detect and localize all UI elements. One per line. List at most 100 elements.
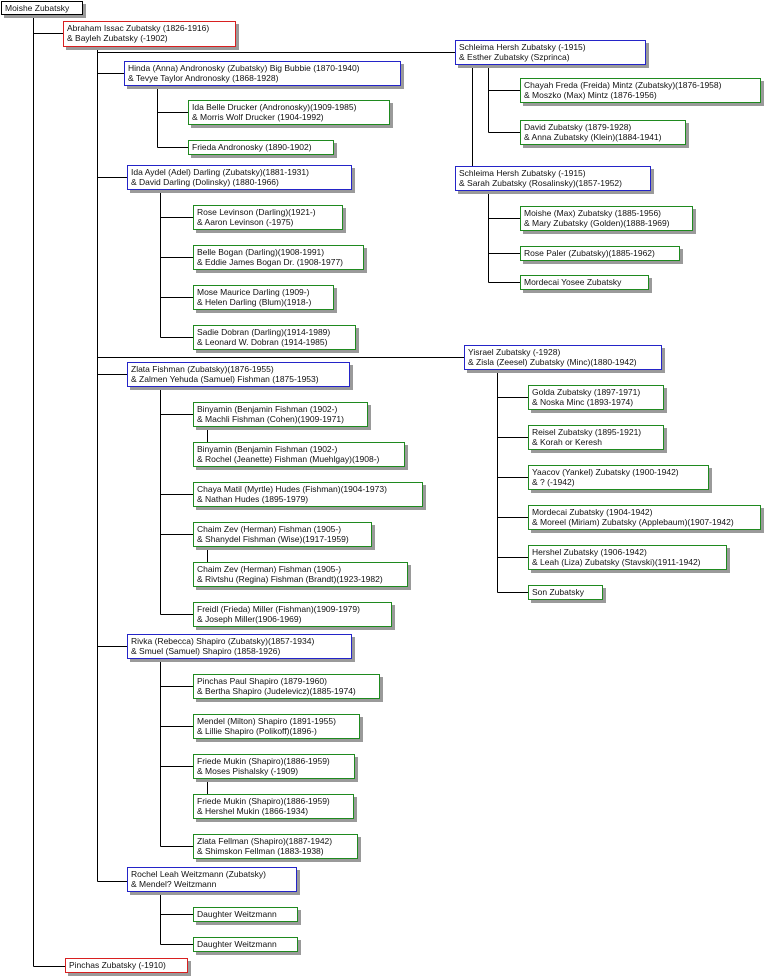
person-name-line-2: & Moszko (Max) Mintz (1876-1956) bbox=[524, 90, 657, 100]
person-box-freidl-miller[interactable]: Freidl (Frieda) Miller (Fishman)(1909-19… bbox=[193, 602, 392, 627]
person-name-line-1: Mordecai Zubatsky (1904-1942) bbox=[532, 507, 653, 517]
person-box-daughter1[interactable]: Daughter Weitzmann bbox=[193, 907, 298, 922]
person-name-line-1: Reisel Zubatsky (1895-1921) bbox=[532, 427, 642, 437]
person-name-line-2: & David Darling (Dolinsky) (1880-1966) bbox=[131, 177, 279, 187]
person-box-mose-darling[interactable]: Mose Maurice Darling (1909-)& Helen Darl… bbox=[193, 285, 334, 310]
person-name-line-1: Zlata Fellman (Shapiro)(1887-1942) bbox=[197, 836, 333, 846]
person-box-yisrael[interactable]: Yisrael Zubatsky (-1928)& Zisla (Zeesel)… bbox=[464, 345, 662, 370]
person-name-line-1: Moishe Zubatsky bbox=[5, 3, 70, 13]
person-name-line-1: Binyamin (Benjamin Fishman (1902-) bbox=[197, 444, 338, 454]
person-name-line-2: & Zalmen Yehuda (Samuel) Fishman (1875-1… bbox=[131, 374, 319, 384]
person-name-line-2: & Mendel? Weitzmann bbox=[131, 879, 217, 889]
person-name-line-2: & Moses Pishalsky (-1909) bbox=[197, 766, 299, 776]
person-name-line-1: Yisrael Zubatsky (-1928) bbox=[468, 347, 561, 357]
person-name-line-1: Chaim Zev (Herman) Fishman (1905-) bbox=[197, 524, 342, 534]
person-name-line-1: Ida Aydel (Adel) Darling (Zubatsky)(1881… bbox=[131, 167, 309, 177]
person-name-line-2: & Tevye Taylor Andronosky (1868-1928) bbox=[128, 73, 279, 83]
person-box-rochel-weitzmann[interactable]: Rochel Leah Weitzmann (Zubatsky)& Mendel… bbox=[127, 867, 297, 892]
person-name-line-2: & Leonard W. Dobran (1914-1985) bbox=[197, 337, 328, 347]
person-name-line-1: Chaya Matil (Myrtle) Hudes (Fishman)(190… bbox=[197, 484, 387, 494]
person-name-line-2: & Joseph Miller(1906-1969) bbox=[197, 614, 302, 624]
person-name-line-1: Moishe (Max) Zubatsky (1885-1956) bbox=[524, 208, 662, 218]
person-box-chaim1[interactable]: Chaim Zev (Herman) Fishman (1905-)& Shan… bbox=[193, 522, 372, 547]
person-name-line-2: & Leah (Liza) Zubatsky (Stavski)(1911-19… bbox=[532, 557, 701, 567]
person-box-hinda[interactable]: Hinda (Anna) Andronosky (Zubatsky) Big B… bbox=[124, 61, 401, 86]
person-name-line-1: Mose Maurice Darling (1909-) bbox=[197, 287, 310, 297]
person-box-mendel-shapiro[interactable]: Mendel (Milton) Shapiro (1891-1955)& Lil… bbox=[193, 714, 360, 739]
person-name-line-2: & Smuel (Samuel) Shapiro (1858-1926) bbox=[131, 646, 281, 656]
person-name-line-1: David Zubatsky (1879-1928) bbox=[524, 122, 632, 132]
person-name-line-1: Daughter Weitzmann bbox=[197, 939, 277, 949]
person-box-root[interactable]: Moishe Zubatsky bbox=[1, 1, 83, 15]
person-box-rivka-shapiro[interactable]: Rivka (Rebecca) Shapiro (Zubatsky)(1857-… bbox=[127, 634, 352, 659]
person-box-mordecai[interactable]: Mordecai Zubatsky (1904-1942)& Moreel (M… bbox=[528, 505, 761, 530]
person-name-line-1: Golda Zubatsky (1897-1971) bbox=[532, 387, 641, 397]
person-box-mordecai-yosee[interactable]: Mordecai Yosee Zubatsky bbox=[520, 275, 649, 290]
person-box-schleima2[interactable]: Schleima Hersh Zubatsky (-1915)& Sarah Z… bbox=[455, 166, 651, 191]
person-name-line-1: Zlata Fishman (Zubatsky)(1876-1955) bbox=[131, 364, 274, 374]
person-box-moishe-max[interactable]: Moishe (Max) Zubatsky (1885-1956)& Mary … bbox=[520, 206, 693, 231]
person-name-line-2: & Nathan Hudes (1895-1979) bbox=[197, 494, 309, 504]
person-name-line-1: Daughter Weitzmann bbox=[197, 909, 277, 919]
person-name-line-1: Mordecai Yosee Zubatsky bbox=[524, 277, 622, 287]
person-name-line-1: Freidl (Frieda) Miller (Fishman)(1909-19… bbox=[197, 604, 360, 614]
person-box-rose-levinson[interactable]: Rose Levinson (Darling)(1921-)& Aaron Le… bbox=[193, 205, 343, 230]
person-box-pinchas[interactable]: Pinchas Zubatsky (-1910) bbox=[65, 958, 188, 973]
person-name-line-1: Friede Mukin (Shapiro)(1886-1959) bbox=[197, 796, 330, 806]
person-name-line-1: Belle Bogan (Darling)(1908-1991) bbox=[197, 247, 325, 257]
person-box-ida-darling[interactable]: Ida Aydel (Adel) Darling (Zubatsky)(1881… bbox=[127, 165, 352, 190]
person-box-zlata-fishman[interactable]: Zlata Fishman (Zubatsky)(1876-1955)& Zal… bbox=[127, 362, 350, 387]
person-box-belle-bogan[interactable]: Belle Bogan (Darling)(1908-1991)& Eddie … bbox=[193, 245, 364, 270]
person-name-line-2: & Mary Zubatsky (Golden)(1888-1969) bbox=[524, 218, 670, 228]
person-name-line-2: & Bertha Shapiro (Judelevicz)(1885-1974) bbox=[197, 686, 356, 696]
person-box-chaim2[interactable]: Chaim Zev (Herman) Fishman (1905-)& Rivt… bbox=[193, 562, 408, 587]
person-name-line-2: & Rivtshu (Regina) Fishman (Brandt)(1923… bbox=[197, 574, 383, 584]
person-box-binyamin1[interactable]: Binyamin (Benjamin Fishman (1902-)& Mach… bbox=[193, 402, 368, 427]
person-box-zlata-fellman[interactable]: Zlata Fellman (Shapiro)(1887-1942)& Shim… bbox=[193, 834, 358, 859]
person-name-line-2: & Helen Darling (Blum)(1918-) bbox=[197, 297, 312, 307]
person-name-line-1: Mendel (Milton) Shapiro (1891-1955) bbox=[197, 716, 336, 726]
person-name-line-2: & Esther Zubatsky (Szprinca) bbox=[459, 52, 570, 62]
person-box-son[interactable]: Son Zubatsky bbox=[528, 585, 603, 600]
person-name-line-1: Chaim Zev (Herman) Fishman (1905-) bbox=[197, 564, 342, 574]
person-box-yaacov[interactable]: Yaacov (Yankel) Zubatsky (1900-1942)& ? … bbox=[528, 465, 709, 490]
person-name-line-2: & Shimskon Fellman (1883-1938) bbox=[197, 846, 324, 856]
person-box-pinchas-shapiro[interactable]: Pinchas Paul Shapiro (1879-1960)& Bertha… bbox=[193, 674, 380, 699]
person-box-friede1[interactable]: Friede Mukin (Shapiro)(1886-1959)& Moses… bbox=[193, 754, 355, 779]
person-box-chayah-mintz[interactable]: Chayah Freda (Freida) Mintz (Zubatsky)(1… bbox=[520, 78, 761, 103]
person-name-line-1: Rochel Leah Weitzmann (Zubatsky) bbox=[131, 869, 266, 879]
person-name-line-2: & Sarah Zubatsky (Rosalinsky)(1857-1952) bbox=[459, 178, 622, 188]
person-name-line-2: & Bayleh Zubatsky (-1902) bbox=[67, 33, 168, 43]
person-box-hershel[interactable]: Hershel Zubatsky (1906-1942)& Leah (Liza… bbox=[528, 545, 727, 570]
person-name-line-1: Schleima Hersh Zubatsky (-1915) bbox=[459, 42, 586, 52]
person-box-binyamin2[interactable]: Binyamin (Benjamin Fishman (1902-)& Roch… bbox=[193, 442, 405, 467]
person-box-ida-drucker[interactable]: Ida Belle Drucker (Andronosky)(1909-1985… bbox=[188, 100, 390, 125]
person-box-reisel[interactable]: Reisel Zubatsky (1895-1921)& Korah or Ke… bbox=[528, 425, 664, 450]
person-box-daughter2[interactable]: Daughter Weitzmann bbox=[193, 937, 298, 952]
person-box-abraham[interactable]: Abraham Issac Zubatsky (1826-1916)& Bayl… bbox=[63, 21, 236, 47]
person-name-line-2: & Anna Zubatsky (Klein)(1884-1941) bbox=[524, 132, 662, 142]
person-name-line-1: Hinda (Anna) Andronosky (Zubatsky) Big B… bbox=[128, 63, 360, 73]
person-box-friede2[interactable]: Friede Mukin (Shapiro)(1886-1959)& Hersh… bbox=[193, 794, 354, 819]
person-box-frieda-andronosky[interactable]: Frieda Andronosky (1890-1902) bbox=[188, 140, 334, 155]
person-name-line-1: Pinchas Zubatsky (-1910) bbox=[69, 960, 166, 970]
person-box-rose-paler[interactable]: Rose Paler (Zubatsky)(1885-1962) bbox=[520, 246, 680, 261]
person-name-line-1: Binyamin (Benjamin Fishman (1902-) bbox=[197, 404, 338, 414]
person-name-line-2: & Moreel (Miriam) Zubatsky (Applebaum)(1… bbox=[532, 517, 734, 527]
person-name-line-2: & Aaron Levinson (-1975) bbox=[197, 217, 294, 227]
person-name-line-2: & Machli Fishman (Cohen)(1909-1971) bbox=[197, 414, 344, 424]
person-box-golda[interactable]: Golda Zubatsky (1897-1971)& Noska Minc (… bbox=[528, 385, 664, 410]
person-name-line-1: Chayah Freda (Freida) Mintz (Zubatsky)(1… bbox=[524, 80, 722, 90]
person-box-schleima1[interactable]: Schleima Hersh Zubatsky (-1915)& Esther … bbox=[455, 40, 646, 65]
person-box-chaya-hudes[interactable]: Chaya Matil (Myrtle) Hudes (Fishman)(190… bbox=[193, 482, 423, 507]
person-name-line-1: Hershel Zubatsky (1906-1942) bbox=[532, 547, 647, 557]
person-name-line-1: Son Zubatsky bbox=[532, 587, 584, 597]
person-name-line-2: & Noska Minc (1893-1974) bbox=[532, 397, 634, 407]
person-box-sadie-dobran[interactable]: Sadie Dobran (Darling)(1914-1989)& Leona… bbox=[193, 325, 356, 350]
person-box-david-zubatsky[interactable]: David Zubatsky (1879-1928)& Anna Zubatsk… bbox=[520, 120, 686, 145]
person-name-line-2: & Morris Wolf Drucker (1904-1992) bbox=[192, 112, 324, 122]
person-name-line-1: Rivka (Rebecca) Shapiro (Zubatsky)(1857-… bbox=[131, 636, 315, 646]
person-name-line-2: & Rochel (Jeanette) Fishman (Muehlgay)(1… bbox=[197, 454, 380, 464]
